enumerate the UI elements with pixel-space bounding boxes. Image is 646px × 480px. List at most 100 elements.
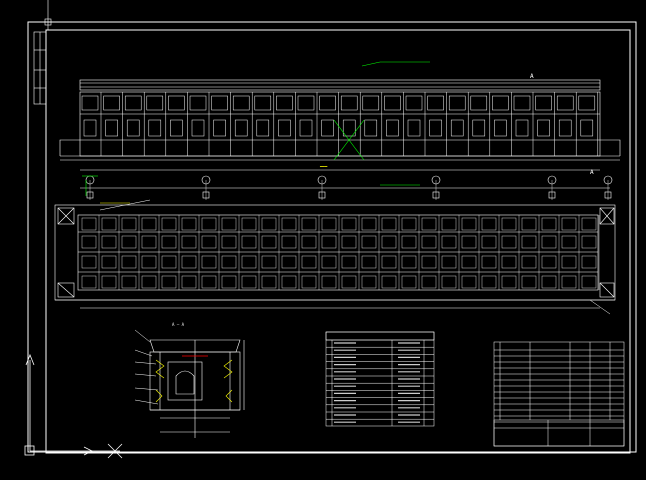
plan-cell (101, 217, 117, 231)
plan-view (54, 199, 616, 315)
plan-cell (401, 217, 417, 231)
plan-cell (381, 255, 397, 269)
elevation-window (407, 119, 421, 137)
plan-cell (301, 217, 317, 231)
plan-cell (181, 275, 197, 289)
plan-cell (181, 217, 197, 231)
elevation-window (362, 95, 380, 111)
plan-cell (441, 217, 457, 231)
crosshair-cursor (44, 0, 52, 30)
plan-cell (81, 235, 97, 249)
elevation-window (515, 119, 529, 137)
elevation-window (427, 95, 444, 111)
plan-cell (521, 235, 537, 249)
plan-cell (501, 255, 517, 269)
plan-cell (201, 217, 217, 231)
plan-cell (141, 217, 157, 231)
plan-cell (421, 275, 437, 289)
plan-cell (481, 275, 497, 289)
elevation-window (513, 95, 531, 111)
plan-cell (341, 235, 357, 249)
axis-column (548, 191, 556, 199)
elevation-window (191, 119, 205, 137)
elevation-window (342, 119, 356, 137)
elevation-window (384, 95, 401, 111)
elevation-window (537, 119, 550, 137)
sheet-border-dashed (28, 21, 637, 452)
elevation-window (148, 119, 162, 137)
plan-cell (121, 275, 137, 289)
plan-cell (161, 275, 177, 289)
plan-stairs (57, 207, 615, 298)
sheet-border (27, 21, 637, 454)
plan-cell (581, 255, 597, 269)
plan-cut-line (589, 299, 611, 315)
section-a-a: A — A (134, 322, 245, 438)
axis-bubble (317, 175, 327, 185)
plan-cell (161, 217, 177, 231)
plan-cell (161, 255, 177, 269)
elevation-window (213, 119, 226, 137)
elevation-window (492, 95, 509, 111)
axis-bubble (603, 175, 613, 185)
plan-cell (521, 255, 537, 269)
plan-cell (501, 275, 517, 289)
plan-cell (101, 275, 117, 289)
plan-cell (561, 255, 577, 269)
plan-cell (121, 217, 137, 231)
plan-cell (201, 275, 217, 289)
plan-cell (541, 255, 557, 269)
plan-cell (301, 235, 317, 249)
plan-cell (341, 275, 357, 289)
plan-cell (421, 255, 437, 269)
title-block-footer (493, 419, 625, 447)
elevation-window (146, 95, 164, 111)
plan-cell (261, 217, 277, 231)
plan-cell (561, 235, 577, 249)
elevation-window (470, 95, 488, 111)
plan-cell (141, 275, 157, 289)
elevation-window (189, 95, 207, 111)
elevation-window (429, 119, 442, 137)
plan-cell (221, 275, 237, 289)
plan-cell (381, 275, 397, 289)
elevation-window (124, 95, 142, 111)
elevation-window (276, 95, 293, 111)
axis-column (202, 191, 210, 199)
section-mark-a-top: A (530, 73, 534, 80)
plan-cell (141, 235, 157, 249)
plan-cell (121, 235, 137, 249)
axis-column (432, 191, 440, 199)
plan-cell (301, 255, 317, 269)
plan-cell (101, 235, 117, 249)
plan-cell (321, 255, 337, 269)
elevation-window (580, 119, 594, 137)
elevation-window (105, 119, 118, 137)
elevation-window (254, 95, 272, 111)
axis-green-marks (82, 175, 420, 196)
elevation-window (340, 95, 358, 111)
plan-cell (101, 255, 117, 269)
elevation-window (232, 95, 250, 111)
elevation-window (321, 119, 334, 137)
material-table (325, 331, 435, 427)
elevation-window (558, 119, 572, 137)
axis-column (86, 191, 94, 199)
plan-cell (581, 275, 597, 289)
plan-cell (441, 275, 457, 289)
elevation-window (535, 95, 552, 111)
plan-cell (81, 275, 97, 289)
plan-cell (121, 255, 137, 269)
plan-cell (441, 235, 457, 249)
elevation-window (83, 119, 97, 137)
plan-cell (181, 255, 197, 269)
plan-cell (301, 275, 317, 289)
plan-cell (281, 275, 297, 289)
plan-cell (541, 275, 557, 289)
plan-cell (181, 235, 197, 249)
elevation-window (494, 119, 507, 137)
axis-bubble (547, 175, 557, 185)
plan-cell (321, 275, 337, 289)
plan-cell (81, 217, 97, 231)
